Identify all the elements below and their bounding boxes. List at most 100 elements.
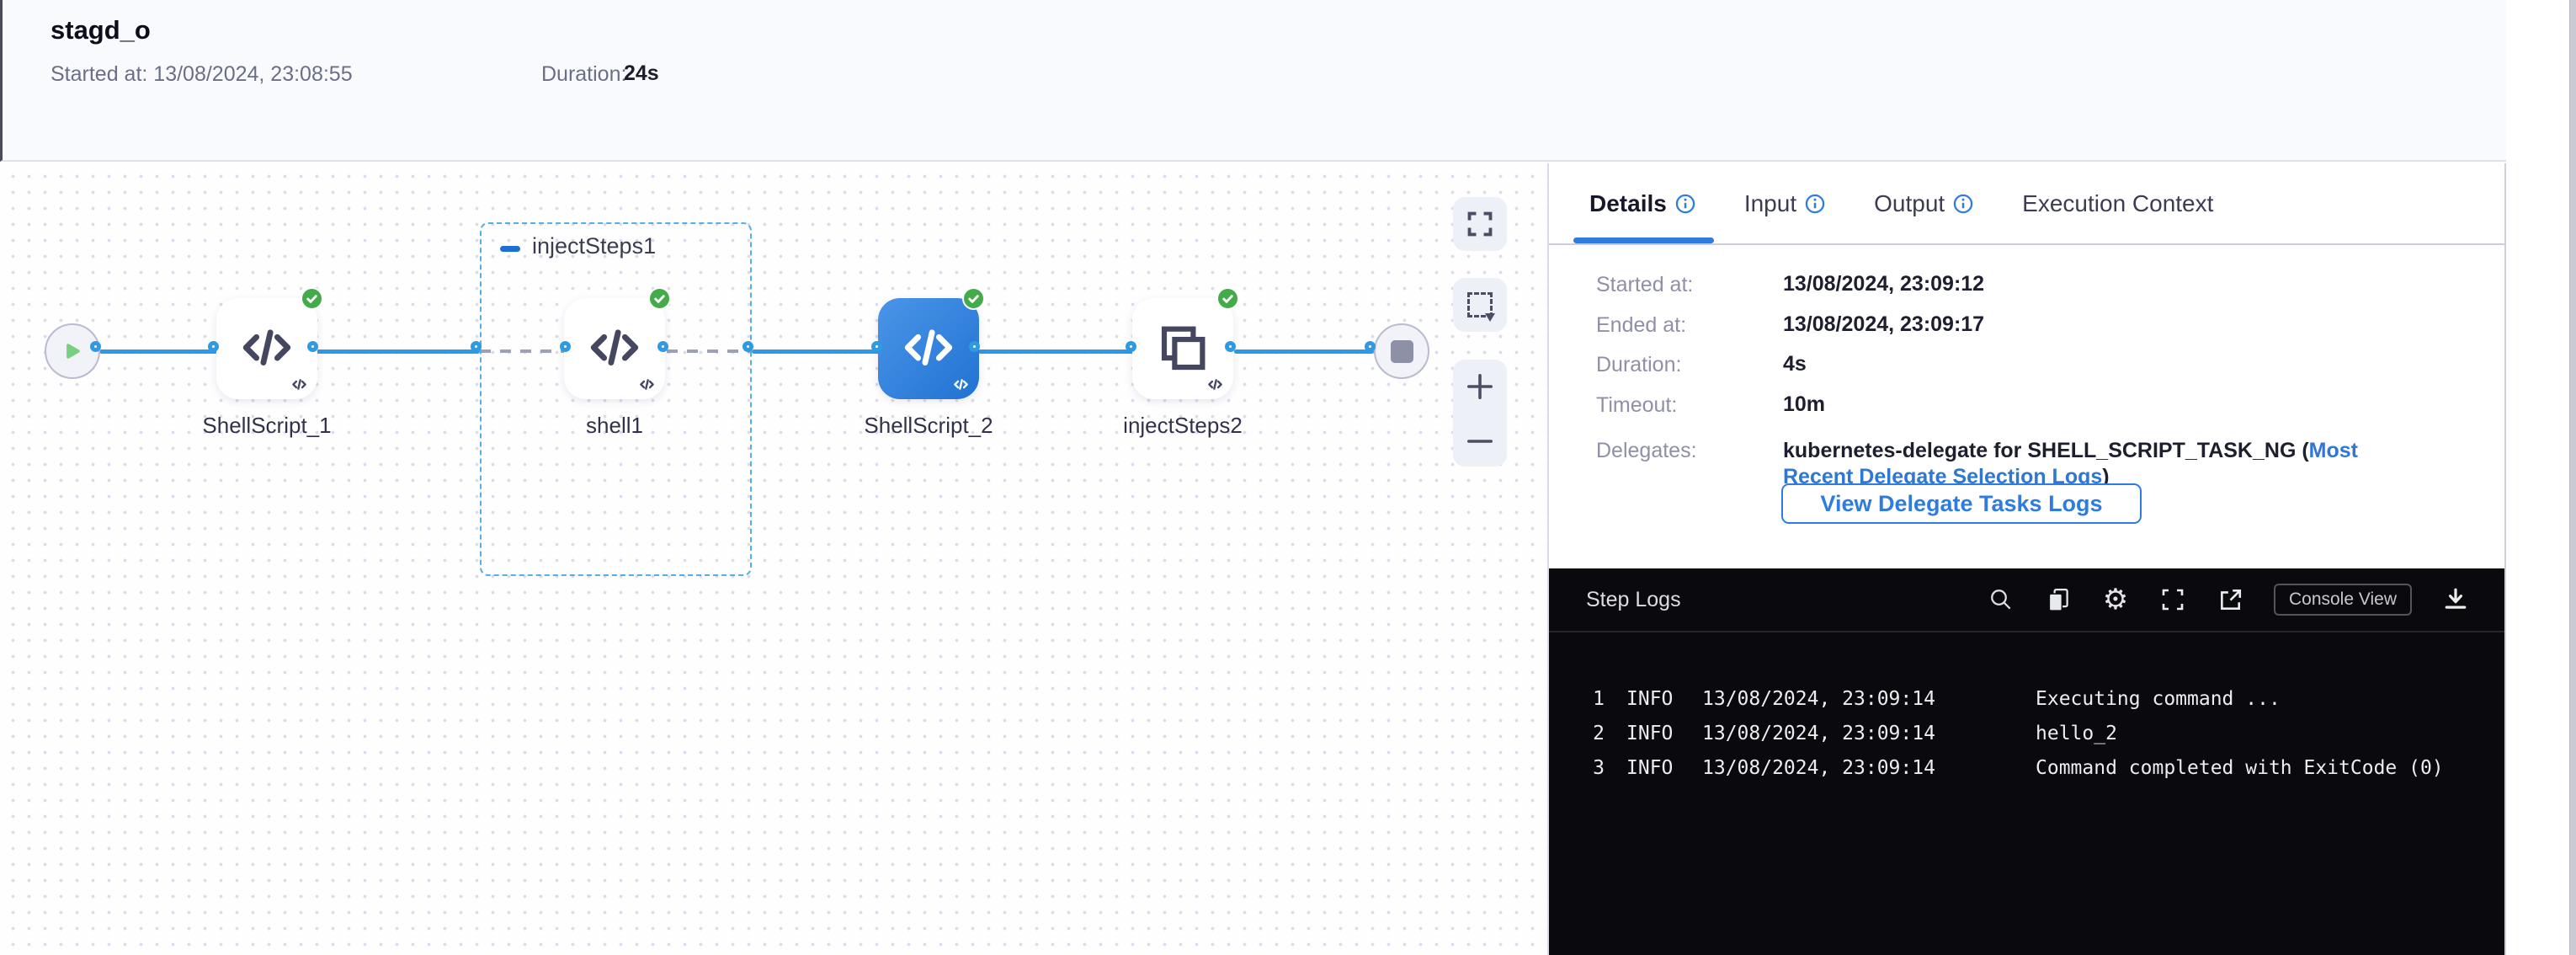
shell-script-icon bbox=[590, 329, 639, 365]
log-timestamp: 13/08/2024, 23:09:14 bbox=[1702, 723, 1935, 744]
port-dot[interactable] bbox=[471, 341, 482, 352]
log-level: INFO bbox=[1626, 688, 1674, 710]
shell-script-icon bbox=[242, 329, 291, 365]
stage-title: stagd_o bbox=[51, 15, 151, 45]
search-icon bbox=[1991, 590, 2011, 610]
detail-label: Timeout: bbox=[1596, 393, 1678, 417]
download-icon bbox=[2445, 588, 2467, 609]
edge-group-to-shellscript2 bbox=[752, 349, 881, 354]
step-logs-title: Step Logs bbox=[1586, 587, 1681, 611]
code-mini-icon bbox=[1208, 379, 1222, 390]
detail-value: 13/08/2024, 23:09:12 bbox=[1783, 272, 1985, 296]
step-node-shellscript2-selected[interactable] bbox=[878, 287, 985, 399]
detail-value: 4s bbox=[1783, 352, 1807, 376]
zoom-controls bbox=[1453, 360, 1507, 467]
step-logs-console: Step Logs ⚙ bbox=[1549, 568, 2504, 955]
collapse-group-icon[interactable] bbox=[500, 246, 520, 252]
tab-input[interactable]: Input bbox=[1744, 190, 1825, 217]
copy-icon bbox=[2048, 589, 2068, 611]
edge-shell1-to-groupend bbox=[667, 349, 752, 353]
details-tabs: Details Input Output bbox=[1549, 163, 2504, 245]
search-logs-button[interactable] bbox=[1988, 586, 2014, 613]
port-dot[interactable] bbox=[871, 341, 882, 352]
info-icon bbox=[1805, 194, 1825, 213]
play-icon bbox=[67, 344, 80, 359]
step-label-shellscript2[interactable]: ShellScript_2 bbox=[864, 413, 993, 438]
page-right-gutter bbox=[2506, 0, 2569, 955]
code-mini-icon bbox=[292, 379, 306, 390]
open-in-new-window-button[interactable] bbox=[2217, 586, 2243, 613]
log-timestamp: 13/08/2024, 23:09:14 bbox=[1702, 757, 1935, 779]
port-dot[interactable] bbox=[90, 341, 101, 352]
tab-details[interactable]: Details bbox=[1589, 190, 1695, 217]
port-dot[interactable] bbox=[307, 341, 318, 352]
log-line-number: 3 bbox=[1593, 757, 1605, 779]
fullscreen-logs-button[interactable] bbox=[2159, 586, 2186, 613]
delegates-value: kubernetes-delegate for SHELL_SCRIPT_TAS… bbox=[1783, 439, 2358, 488]
end-node[interactable] bbox=[1374, 323, 1429, 379]
log-level: INFO bbox=[1626, 757, 1674, 779]
success-check-icon bbox=[962, 287, 985, 310]
minus-icon bbox=[1467, 440, 1493, 443]
gear-icon: ⚙ bbox=[2102, 583, 2129, 616]
port-dot[interactable] bbox=[208, 341, 219, 352]
success-check-icon bbox=[1216, 287, 1239, 310]
pipeline-canvas[interactable]: injectSteps1 ShellScript_1 bbox=[0, 163, 1547, 955]
shell-script-icon bbox=[904, 329, 953, 365]
step-group-icon bbox=[1161, 326, 1206, 371]
view-delegate-tasks-logs-button[interactable]: View Delegate Tasks Logs bbox=[1781, 483, 2142, 524]
log-message: hello_2 bbox=[2036, 723, 2117, 744]
stage-duration-value: 24s bbox=[624, 61, 659, 85]
info-icon bbox=[1675, 194, 1695, 213]
start-node[interactable] bbox=[45, 323, 100, 379]
detail-label: Started at: bbox=[1596, 273, 1694, 296]
step-label-injectsteps2[interactable]: injectSteps2 bbox=[1123, 413, 1243, 438]
expand-icon bbox=[1467, 211, 1493, 237]
download-logs-button[interactable] bbox=[2442, 586, 2469, 613]
step-node-shellscript1[interactable] bbox=[216, 287, 323, 399]
stop-icon bbox=[1390, 339, 1413, 363]
fit-to-screen-button[interactable] bbox=[1453, 197, 1507, 251]
fullscreen-icon bbox=[2162, 589, 2184, 611]
edge-start-to-shellscript1 bbox=[99, 349, 217, 354]
port-dot[interactable] bbox=[969, 341, 980, 352]
copy-logs-button[interactable] bbox=[2045, 586, 2072, 613]
edge-shellscript1-to-group bbox=[317, 349, 480, 354]
log-lines[interactable]: 1 INFO 13/08/2024, 23:09:14 Executing co… bbox=[1549, 688, 2504, 792]
port-dot[interactable] bbox=[560, 341, 571, 352]
port-dot[interactable] bbox=[657, 341, 668, 352]
port-dot[interactable] bbox=[742, 341, 753, 352]
console-view-button[interactable]: Console View bbox=[2273, 584, 2412, 616]
detail-value: 10m bbox=[1783, 392, 1826, 416]
step-logs-header: Step Logs ⚙ bbox=[1549, 568, 2504, 632]
log-message: Command completed with ExitCode (0) bbox=[2036, 757, 2444, 779]
page-scrollbar[interactable] bbox=[2569, 0, 2576, 955]
stage-header: stagd_o Started at: 13/08/2024, 23:08:55… bbox=[0, 0, 2506, 162]
log-settings-button[interactable]: ⚙ bbox=[2102, 583, 2129, 616]
step-label-shell1[interactable]: shell1 bbox=[586, 413, 643, 438]
port-dot[interactable] bbox=[1365, 341, 1376, 352]
edge-shellscript2-to-injectsteps2 bbox=[978, 349, 1135, 354]
log-line-number: 1 bbox=[1593, 688, 1605, 710]
port-dot[interactable] bbox=[1126, 341, 1136, 352]
port-dot[interactable] bbox=[1225, 341, 1236, 352]
success-check-icon bbox=[301, 287, 323, 310]
success-check-icon bbox=[648, 287, 671, 310]
zoom-in-button[interactable] bbox=[1453, 360, 1507, 413]
step-node-injectsteps2[interactable] bbox=[1132, 287, 1239, 399]
log-line: 3 INFO 13/08/2024, 23:09:14 Command comp… bbox=[1549, 757, 2504, 792]
zoom-out-button[interactable] bbox=[1453, 416, 1507, 467]
step-label-shellscript1[interactable]: ShellScript_1 bbox=[202, 413, 332, 438]
tab-output[interactable]: Output bbox=[1874, 190, 1973, 217]
step-node-shell1[interactable] bbox=[564, 287, 671, 399]
marquee-select-button[interactable] bbox=[1453, 278, 1507, 332]
log-message: Executing command ... bbox=[2036, 688, 2281, 710]
plus-icon bbox=[1467, 374, 1493, 399]
step-group-injectsteps1[interactable]: injectSteps1 bbox=[480, 222, 752, 576]
code-mini-icon bbox=[954, 379, 968, 390]
detail-label: Ended at: bbox=[1596, 313, 1687, 337]
log-line: 1 INFO 13/08/2024, 23:09:14 Executing co… bbox=[1549, 688, 2504, 723]
group-label[interactable]: injectSteps1 bbox=[532, 233, 657, 259]
tab-execution-context[interactable]: Execution Context bbox=[2022, 189, 2214, 216]
